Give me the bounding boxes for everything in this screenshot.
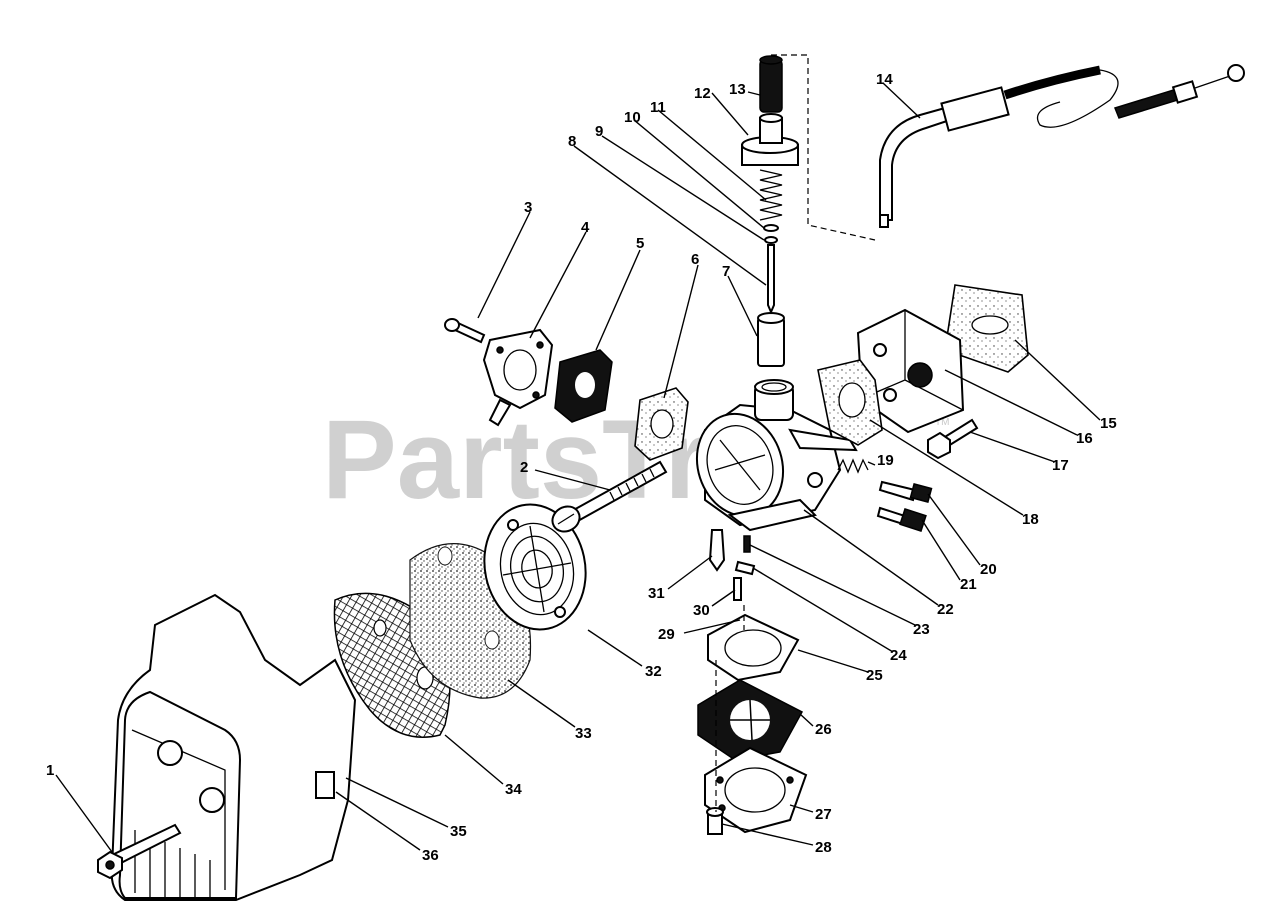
part-28-screw — [706, 807, 724, 835]
part-1-bolt — [97, 823, 182, 880]
part-9-clip — [764, 236, 778, 244]
callout-15: 15 — [1100, 415, 1117, 432]
callout-17: 17 — [1052, 457, 1069, 474]
callout-19: 19 — [877, 452, 894, 469]
callout-14: 14 — [876, 71, 893, 88]
callout-33: 33 — [575, 725, 592, 742]
part-20-needle-screw — [878, 480, 933, 504]
callout-1: 1 — [46, 762, 54, 779]
callout-21: 21 — [960, 576, 977, 593]
part-25-gasket — [707, 613, 800, 682]
part-23-lever — [734, 560, 756, 576]
callout-3: 3 — [524, 199, 532, 216]
callout-35: 35 — [450, 823, 467, 840]
callout-16: 16 — [1076, 430, 1093, 447]
callout-23: 23 — [913, 621, 930, 638]
callout-24: 24 — [890, 647, 907, 664]
part-18-gasket — [817, 359, 883, 446]
part-2-screw — [551, 460, 668, 533]
callout-27: 27 — [815, 806, 832, 823]
part-27-cover-plate — [704, 746, 808, 834]
callout-2: 2 — [520, 459, 528, 476]
part-8-needle — [767, 244, 775, 315]
cable-routing-dashed-line — [771, 54, 876, 241]
part-5-pump-diaphragm — [554, 349, 613, 423]
metering-alignment-line — [715, 605, 745, 812]
callout-31: 31 — [648, 585, 665, 602]
callout-26: 26 — [815, 721, 832, 738]
part-14-throttle-cable — [879, 64, 1245, 228]
part-11-spring — [759, 169, 783, 221]
callout-28: 28 — [815, 839, 832, 856]
part-13-adjuster — [759, 55, 783, 113]
callout-20: 20 — [980, 561, 997, 578]
part-19-spring — [837, 458, 869, 474]
callout-36: 36 — [422, 847, 439, 864]
part-15-gasket — [944, 284, 1029, 373]
part-4-pump-cover — [482, 328, 554, 427]
part-31-inlet-needle — [708, 529, 726, 572]
carburetor-body — [695, 379, 858, 532]
part-24-pivot — [733, 577, 742, 601]
callout-18: 18 — [1022, 511, 1039, 528]
part-3-screw — [444, 318, 486, 344]
part-17-screw — [927, 418, 979, 460]
callout-25: 25 — [866, 667, 883, 684]
callout-10: 10 — [624, 109, 641, 126]
callout-8: 8 — [568, 133, 576, 150]
callout-12: 12 — [694, 85, 711, 102]
callout-32: 32 — [645, 663, 662, 680]
part-36-air-cleaner-cover — [110, 593, 357, 901]
part-10-washer — [763, 224, 779, 232]
leader-lines — [55, 82, 1101, 853]
callout-6: 6 — [691, 251, 699, 268]
part-26-diaphragm — [697, 679, 804, 761]
callout-4: 4 — [581, 219, 590, 236]
callout-29: 29 — [658, 626, 675, 643]
callout-30: 30 — [693, 602, 710, 619]
part-22-pin — [743, 535, 751, 553]
part-7-throttle-slide — [757, 312, 785, 367]
callout-5: 5 — [636, 235, 644, 252]
callout-7: 7 — [722, 263, 730, 280]
part-21-needle-screw — [876, 506, 927, 532]
watermark-tm: TM — [935, 417, 949, 428]
callout-34: 34 — [505, 781, 522, 798]
callout-22: 22 — [937, 601, 954, 618]
callout-9: 9 — [595, 123, 603, 140]
callout-labels: 1 2 3 4 5 6 7 8 9 10 11 12 13 14 15 16 1… — [46, 71, 1117, 864]
part-6-gasket — [634, 387, 689, 461]
part-32-filter-plate — [483, 503, 587, 631]
callout-13: 13 — [729, 81, 746, 98]
callout-11: 11 — [650, 99, 666, 116]
part-12-cap — [741, 113, 799, 166]
